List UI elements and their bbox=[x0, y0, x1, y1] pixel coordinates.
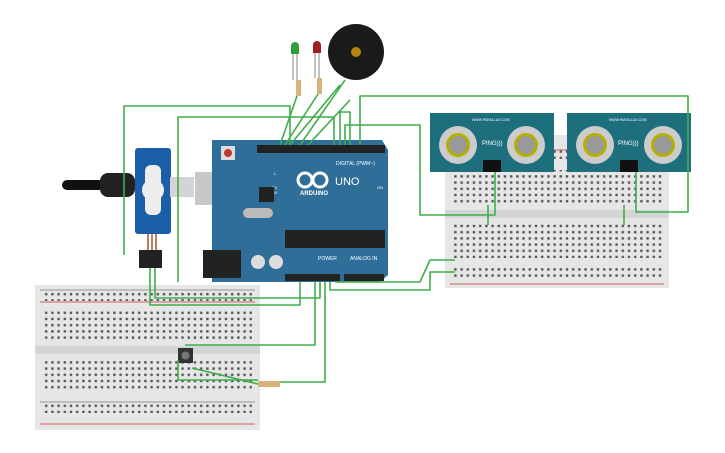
led-red[interactable] bbox=[313, 41, 321, 78]
model-label: UNO bbox=[335, 176, 360, 188]
ultrasonic-sensor-1[interactable]: WWW.PARALLAX.COM PING))) bbox=[430, 113, 554, 172]
sensor-label: PING))) bbox=[482, 141, 503, 147]
sensor-label: PING))) bbox=[618, 141, 639, 147]
analog-label: ANALOG IN bbox=[350, 256, 378, 262]
brand-label: ARDUINO bbox=[300, 191, 328, 197]
tx-label: TX bbox=[272, 185, 277, 190]
rx-label: RX bbox=[272, 190, 278, 195]
breadboard-right bbox=[445, 135, 669, 288]
analog-header bbox=[344, 274, 384, 281]
led-green[interactable] bbox=[291, 42, 299, 80]
power-label: POWER bbox=[318, 256, 337, 262]
on-label: ON bbox=[377, 185, 383, 190]
power-jack bbox=[203, 250, 241, 278]
push-button[interactable] bbox=[178, 348, 193, 363]
sensor-site-label: WWW.PARALLAX.COM bbox=[472, 118, 510, 122]
arduino-uno[interactable]: DIGITAL (PWM~) ARDUINO UNO ON L TX RX PO… bbox=[195, 140, 388, 282]
reset-button[interactable] bbox=[224, 149, 232, 157]
buzzer[interactable] bbox=[328, 24, 384, 80]
l-label: L bbox=[274, 171, 277, 176]
power-header bbox=[285, 274, 340, 281]
digital-label: DIGITAL (PWM~) bbox=[336, 161, 375, 167]
resistor-2[interactable] bbox=[317, 78, 322, 94]
crystal bbox=[243, 208, 273, 218]
resistor-1[interactable] bbox=[296, 80, 301, 96]
digital-header-1 bbox=[257, 145, 333, 153]
usb-port bbox=[195, 172, 215, 205]
ultrasonic-sensor-2[interactable]: WWW.PARALLAX.COM PING))) bbox=[567, 113, 691, 172]
wires bbox=[123, 79, 689, 385]
breadboard-small bbox=[35, 285, 260, 430]
digital-header-2 bbox=[329, 145, 385, 153]
atmega-chip bbox=[285, 230, 385, 248]
sensor-site-label: WWW.PARALLAX.COM bbox=[609, 118, 647, 122]
servo-motor[interactable] bbox=[62, 148, 194, 268]
resistor-3[interactable] bbox=[258, 381, 280, 387]
